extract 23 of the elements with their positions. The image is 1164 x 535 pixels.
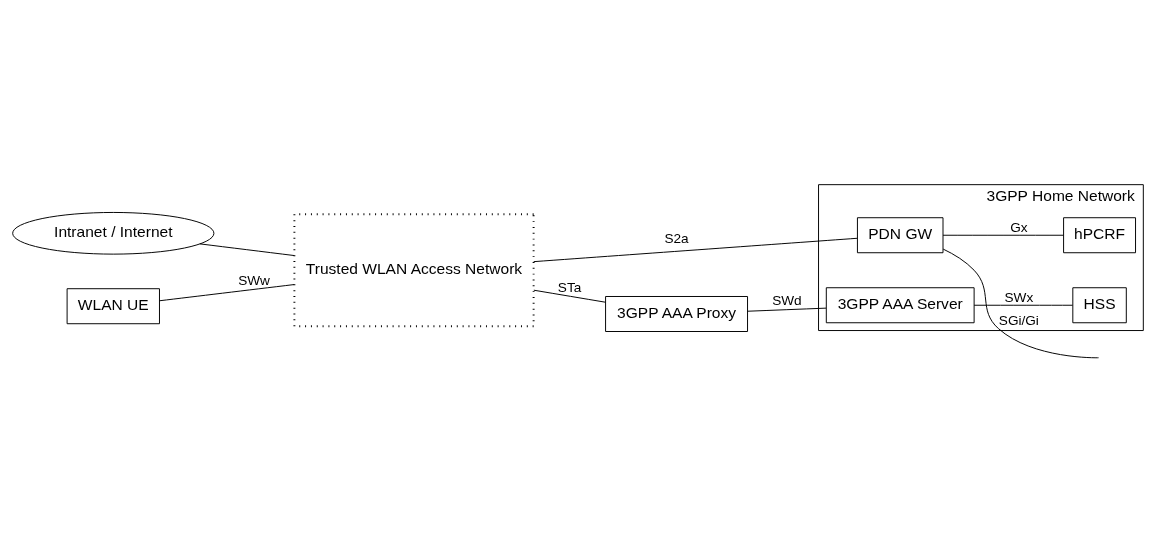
- connector: [159, 284, 295, 302]
- node-box: Trusted WLAN Access Network: [293, 213, 535, 328]
- connector: [533, 289, 606, 303]
- connector: [747, 307, 827, 312]
- node-box: 3GPP AAA Proxy: [605, 296, 749, 332]
- edge-label: SWw: [238, 273, 270, 289]
- edge-label: S2a: [664, 231, 689, 247]
- connector: [973, 304, 1074, 306]
- node-box: 3GPP AAA Server: [825, 287, 975, 324]
- edge-label: SWd: [772, 293, 802, 309]
- edge-label: SGi/Gi: [998, 312, 1039, 328]
- node-box: hPCRF: [1063, 217, 1137, 254]
- connector: [942, 234, 1064, 236]
- connector: [533, 237, 858, 263]
- node-ellipse: Intranet / Internet: [12, 211, 215, 255]
- edge-label: Gx: [1010, 219, 1028, 235]
- edge-label: SWx: [1004, 289, 1034, 305]
- node-box: WLAN UE: [66, 288, 160, 325]
- node-box: HSS: [1072, 287, 1127, 324]
- connector: [942, 248, 1100, 359]
- connector: [199, 243, 295, 257]
- edge-label: STa: [557, 279, 582, 295]
- node-box: PDN GW: [856, 217, 944, 254]
